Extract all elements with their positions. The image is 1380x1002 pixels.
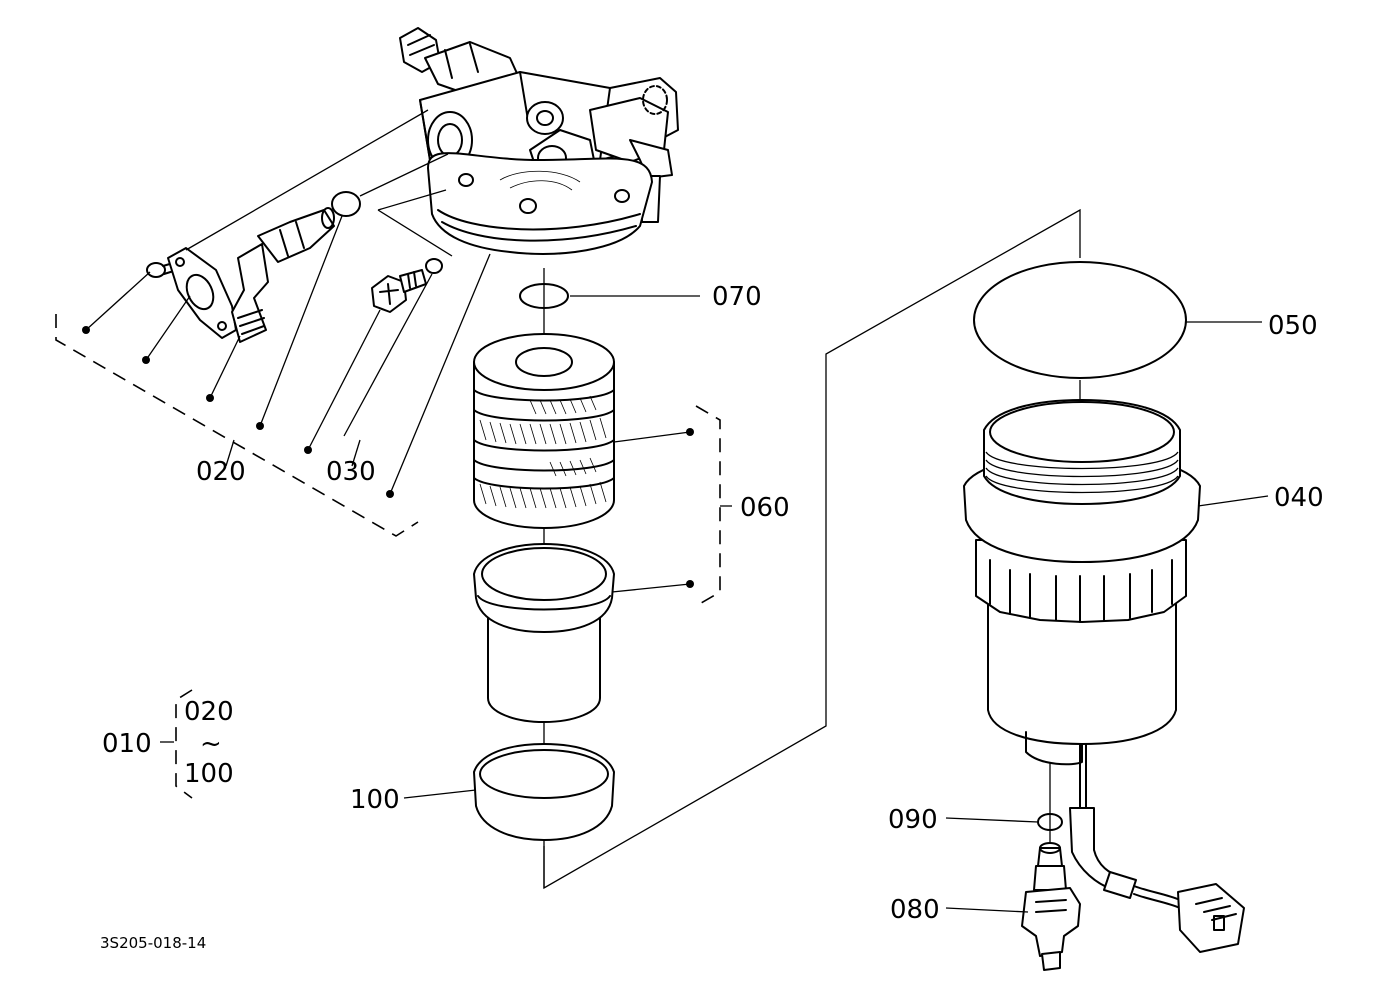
- leader-080: [945, 907, 1029, 913]
- inner-cup-part: [473, 543, 615, 723]
- leader-100: [403, 789, 477, 799]
- callout-100: 100: [350, 785, 400, 815]
- group-020-dashed-outline: [55, 314, 419, 537]
- callout-080: 080: [890, 895, 940, 925]
- callout-030: 030: [326, 457, 376, 487]
- bowl-040-part: [963, 399, 1201, 766]
- callout-020: 020: [196, 457, 246, 487]
- leader-040: [1197, 495, 1269, 507]
- leader-020: [225, 439, 235, 467]
- o-ring-050-part: [973, 261, 1187, 379]
- callout-070: 070: [712, 282, 762, 312]
- callout-010: 010: [102, 729, 152, 759]
- bracket-060: [611, 405, 732, 607]
- o-ring-070-part: [519, 283, 569, 309]
- lever-handle-part: [231, 207, 335, 343]
- o-ring-tiny-part: [425, 258, 443, 274]
- callout-040: 040: [1274, 483, 1324, 513]
- left-leader-lines: [85, 109, 491, 495]
- range-tilde-label: ~: [200, 729, 222, 759]
- sensor-wire-part: [1069, 743, 1245, 953]
- gasket-plate-part: [167, 247, 237, 339]
- drain-valve-080-part: [1021, 842, 1081, 971]
- filter-element-part: [473, 333, 615, 529]
- drain-plug-part: [371, 269, 427, 313]
- ring-100-part: [473, 743, 615, 841]
- callout-090: 090: [888, 805, 938, 835]
- range-end-label: 100: [184, 759, 234, 789]
- assembly-connector-line: [543, 208, 1081, 890]
- callout-060: 060: [740, 493, 790, 523]
- group-010-bracket: [160, 689, 193, 799]
- left-leader-dots: [82, 326, 394, 498]
- callout-050: 050: [1268, 311, 1318, 341]
- drawing-code: 3S205-018-14: [100, 934, 206, 952]
- range-start-label: 020: [184, 697, 234, 727]
- leader-030: [351, 439, 361, 467]
- leader-090: [945, 817, 1039, 823]
- o-ring-small-part: [331, 191, 361, 217]
- filter-head-assembly: [399, 27, 679, 255]
